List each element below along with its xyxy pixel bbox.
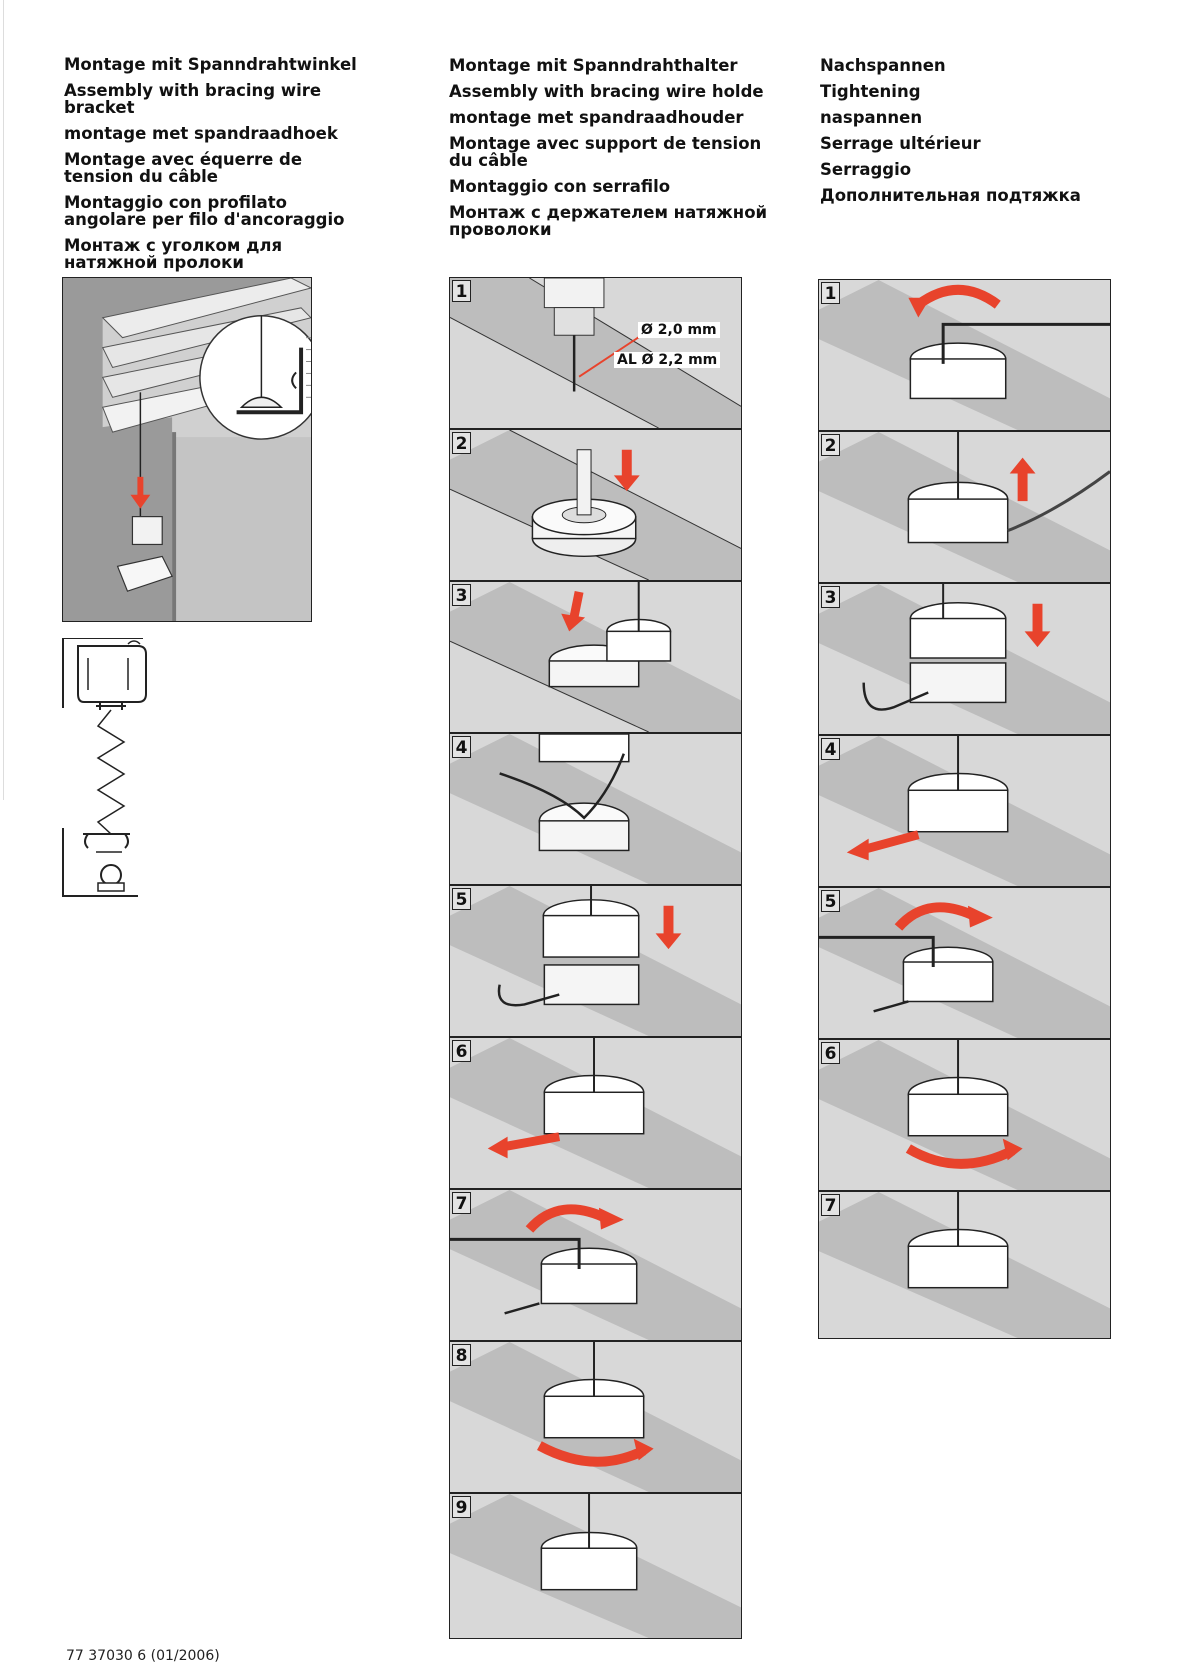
assembly-step-2: 2 [449, 429, 742, 581]
tightening-step-4: 4 [818, 735, 1111, 887]
page-edge-line [3, 0, 4, 800]
heading-line-en: Assembly with bracing wire holde [449, 82, 764, 101]
assembly-step-1: 1 Ø 2,0 mm AL Ø 2,2 mm [449, 277, 742, 429]
assembly-step-4: 4 [449, 733, 742, 885]
step-number-badge: 3 [821, 586, 840, 608]
tightening-step-2: 2 [818, 431, 1111, 583]
heading-line-it: Montaggio con profilato angolare per fil… [64, 193, 345, 229]
heading-line-ru: Монтаж с держателем натяжной проволоки [449, 203, 768, 239]
heading-bracket-assembly: Montage mit Spanndrahtwinkel Assembly wi… [64, 56, 364, 280]
step-number-badge: 2 [452, 432, 471, 454]
step-number-badge: 1 [821, 282, 840, 304]
step-number-badge: 8 [452, 1344, 471, 1366]
assembly-step-9: 9 [449, 1493, 742, 1639]
heading-line-fr: Montage avec support de tension du câble [449, 134, 762, 170]
heading-line-ru: Дополнительная подтяжка [820, 186, 1081, 205]
bracket-overview-illustration [62, 277, 312, 622]
step-number-badge: 9 [452, 1496, 471, 1518]
tightening-step-3: 3 [818, 583, 1111, 735]
step-number-badge: 7 [821, 1194, 840, 1216]
holder-assembly-steps: 1 Ø 2,0 mm AL Ø 2,2 mm 2 [449, 277, 742, 1639]
assembly-step-3: 3 [449, 581, 742, 733]
assembly-step-6: 6 [449, 1037, 742, 1189]
heading-line-fr: Serrage ultérieur [820, 134, 981, 153]
heading-line-nl: montage met spandraadhoek [64, 124, 338, 143]
heading-line-it: Montaggio con serrafilo [449, 177, 671, 196]
drill-al-diameter-label: AL Ø 2,2 mm [614, 352, 721, 368]
step-number-badge: 2 [821, 434, 840, 456]
heading-line-de: Nachspannen [820, 56, 946, 75]
document-number: 77 37030 6 (01/2006) [66, 1648, 220, 1664]
heading-line-it: Serraggio [820, 160, 912, 179]
drill-diameter-label: Ø 2,0 mm [638, 322, 720, 338]
heading-line-fr: Montage avec équerre de tension du câble [64, 150, 303, 186]
step-number-badge: 3 [452, 584, 471, 606]
heading-tightening: Nachspannen Tightening naspannen Serrage… [820, 57, 1120, 213]
step-number-badge: 5 [821, 890, 840, 912]
step-number-badge: 4 [821, 738, 840, 760]
heading-line-nl: montage met spandraadhouder [449, 108, 744, 127]
bracket-overview-drawing [63, 278, 311, 621]
heading-line-en: Tightening [820, 82, 921, 101]
step-number-badge: 5 [452, 888, 471, 910]
assembly-step-5: 5 [449, 885, 742, 1037]
profile-cross-section-diagram [58, 637, 158, 908]
assembly-step-8: 8 [449, 1341, 742, 1493]
tightening-steps: 1 2 3 [818, 279, 1111, 1339]
heading-line-de: Montage mit Spanndrahtwinkel [64, 55, 357, 74]
heading-line-de: Montage mit Spanndrahthalter [449, 56, 738, 75]
tightening-step-7: 7 [818, 1191, 1111, 1339]
assembly-step-7: 7 [449, 1189, 742, 1341]
step-number-badge: 4 [452, 736, 471, 758]
step-number-badge: 7 [452, 1192, 471, 1214]
heading-line-nl: naspannen [820, 108, 923, 127]
tightening-step-6: 6 [818, 1039, 1111, 1191]
step-number-badge: 6 [821, 1042, 840, 1064]
step-number-badge: 6 [452, 1040, 471, 1062]
step-number-badge: 1 [452, 280, 471, 302]
heading-holder-assembly: Montage mit Spanndrahthalter Assembly wi… [449, 57, 779, 247]
heading-line-ru: Монтаж с уголком для натяжной пролоки [64, 236, 283, 272]
heading-line-en: Assembly with bracing wire bracket [64, 81, 322, 117]
tightening-step-1: 1 [818, 279, 1111, 431]
profile-spring-drawing [62, 637, 147, 897]
tightening-step-5: 5 [818, 887, 1111, 1039]
